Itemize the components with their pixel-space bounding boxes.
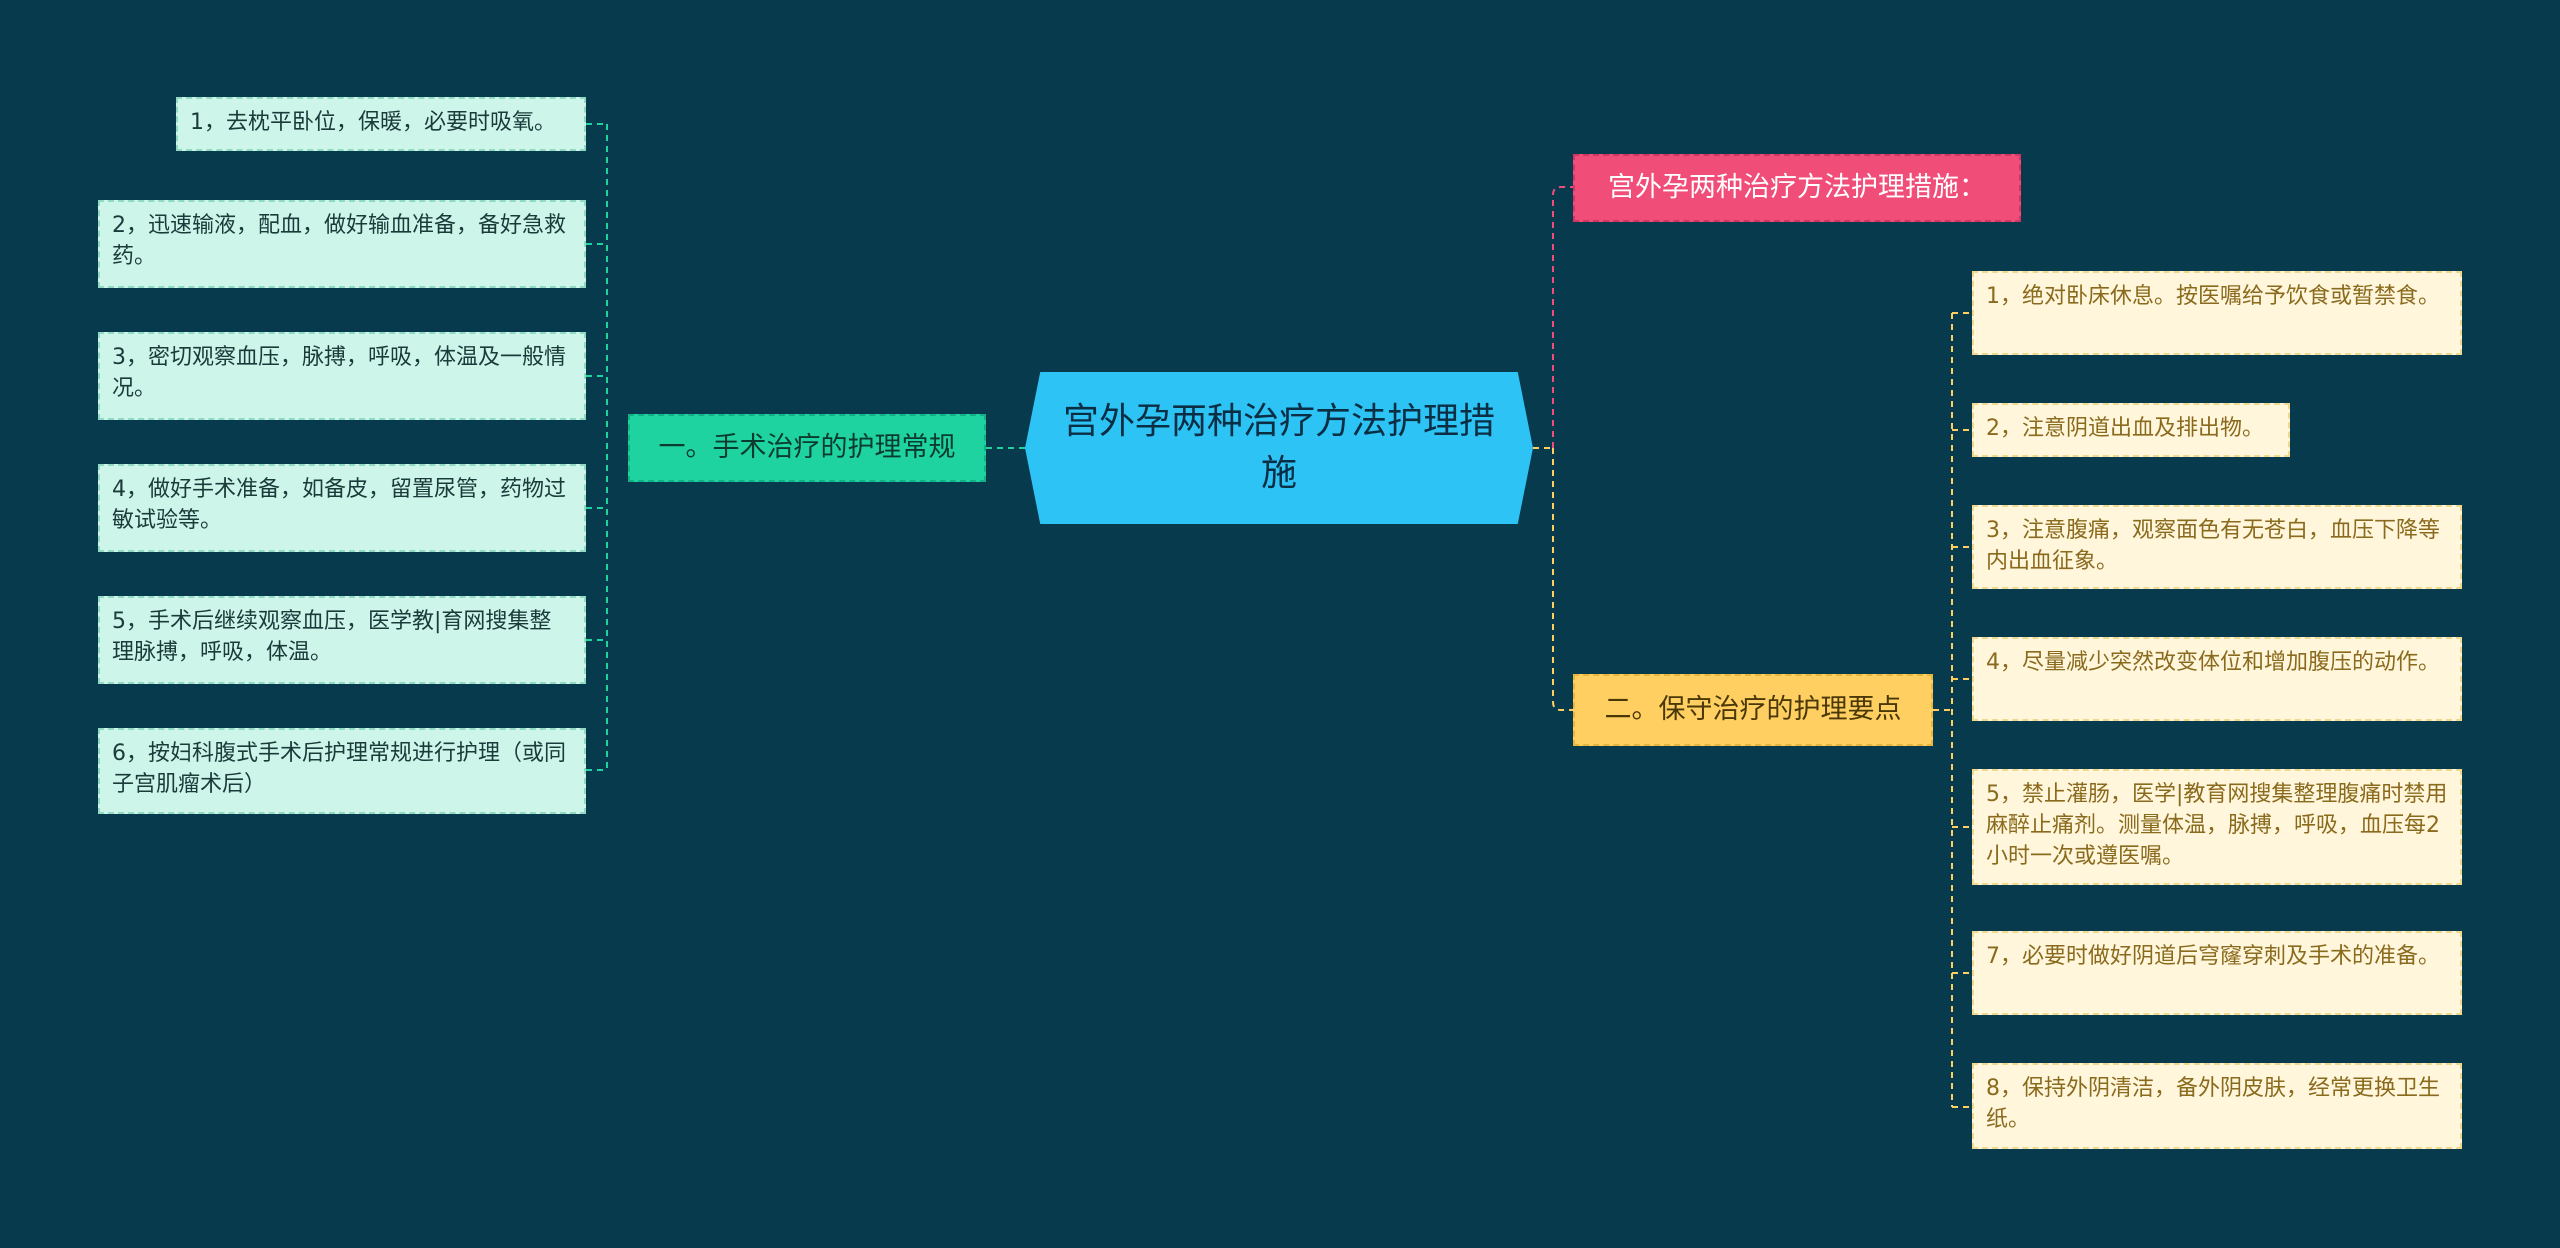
- leaf-text: 7，必要时做好阴道后穹窿穿刺及手术的准备。: [1986, 944, 2440, 969]
- leaf-text: 5，手术后继续观察血压，医学教|育网搜集整理脉搏，呼吸，体温。: [112, 609, 552, 666]
- branch-surgical-care[interactable]: 一。手术治疗的护理常规: [628, 414, 986, 482]
- right-leaf-2[interactable]: 2，注意阴道出血及排出物。: [1972, 403, 2290, 457]
- connector-center-top: [1552, 186, 1573, 448]
- right-leaf-1[interactable]: 1，绝对卧床休息。按医嘱给予饮食或暂禁食。: [1972, 271, 2462, 355]
- left-leaf-3[interactable]: 3，密切观察血压，脉搏，呼吸，体温及一般情况。: [98, 332, 586, 420]
- leaf-text: 6，按妇科腹式手术后护理常规进行护理（或同子宫肌瘤术后）: [112, 741, 566, 798]
- branch-conservative-care[interactable]: 二。保守治疗的护理要点: [1573, 674, 1933, 746]
- right-leaf-6[interactable]: 7，必要时做好阴道后穹窿穿刺及手术的准备。: [1972, 931, 2462, 1015]
- branch-label: 二。保守治疗的护理要点: [1604, 693, 1902, 725]
- right-leaf-7[interactable]: 8，保持外阴清洁，备外阴皮肤，经常更换卫生纸。: [1972, 1063, 2462, 1149]
- branch-label: 一。手术治疗的护理常规: [658, 431, 956, 463]
- right-leaf-5[interactable]: 5，禁止灌肠，医学|教育网搜集整理腹痛时禁用麻醉止痛剂。测量体温，脉搏，呼吸，血…: [1972, 769, 2462, 885]
- leaf-text: 5，禁止灌肠，医学|教育网搜集整理腹痛时禁用麻醉止痛剂。测量体温，脉搏，呼吸，血…: [1986, 782, 2448, 870]
- center-topic[interactable]: 宫外孕两种治疗方法护理措施: [1025, 372, 1533, 524]
- leaf-text: 2，注意阴道出血及排出物。: [1986, 416, 2264, 441]
- connector-center-bottom: [1552, 448, 1573, 711]
- leaf-text: 3，密切观察血压，脉搏，呼吸，体温及一般情况。: [112, 345, 566, 402]
- leaf-text: 8，保持外阴清洁，备外阴皮肤，经常更换卫生纸。: [1986, 1076, 2440, 1133]
- branch-title-measures[interactable]: 宫外孕两种治疗方法护理措施：: [1573, 154, 2021, 222]
- leaf-text: 4，做好手术准备，如备皮，留置尿管，药物过敏试验等。: [112, 477, 566, 534]
- leaf-text: 4，尽量减少突然改变体位和增加腹压的动作。: [1986, 650, 2440, 675]
- leaf-text: 2，迅速输液，配血，做好输血准备，备好急救药。: [112, 213, 566, 270]
- right-leaf-4[interactable]: 4，尽量减少突然改变体位和增加腹压的动作。: [1972, 637, 2462, 721]
- left-leaf-6[interactable]: 6，按妇科腹式手术后护理常规进行护理（或同子宫肌瘤术后）: [98, 728, 586, 814]
- leaf-text: 1，去枕平卧位，保暖，必要时吸氧。: [190, 110, 556, 135]
- branch-label: 宫外孕两种治疗方法护理措施：: [1608, 171, 1986, 203]
- center-topic-label: 宫外孕两种治疗方法护理措施: [1062, 400, 1495, 494]
- leaf-text: 1，绝对卧床休息。按医嘱给予饮食或暂禁食。: [1986, 284, 2440, 309]
- left-leaf-4[interactable]: 4，做好手术准备，如备皮，留置尿管，药物过敏试验等。: [98, 464, 586, 552]
- leaf-text: 3，注意腹痛，观察面色有无苍白，血压下降等内出血征象。: [1986, 518, 2440, 575]
- left-leaf-5[interactable]: 5，手术后继续观察血压，医学教|育网搜集整理脉搏，呼吸，体温。: [98, 596, 586, 684]
- right-leaf-3[interactable]: 3，注意腹痛，观察面色有无苍白，血压下降等内出血征象。: [1972, 505, 2462, 589]
- left-leaf-1[interactable]: 1，去枕平卧位，保暖，必要时吸氧。: [176, 97, 586, 151]
- connector-left-trunk: [606, 124, 608, 770]
- connector-right-trunk: [1933, 313, 1953, 1107]
- left-leaf-2[interactable]: 2，迅速输液，配血，做好输血准备，备好急救药。: [98, 200, 586, 288]
